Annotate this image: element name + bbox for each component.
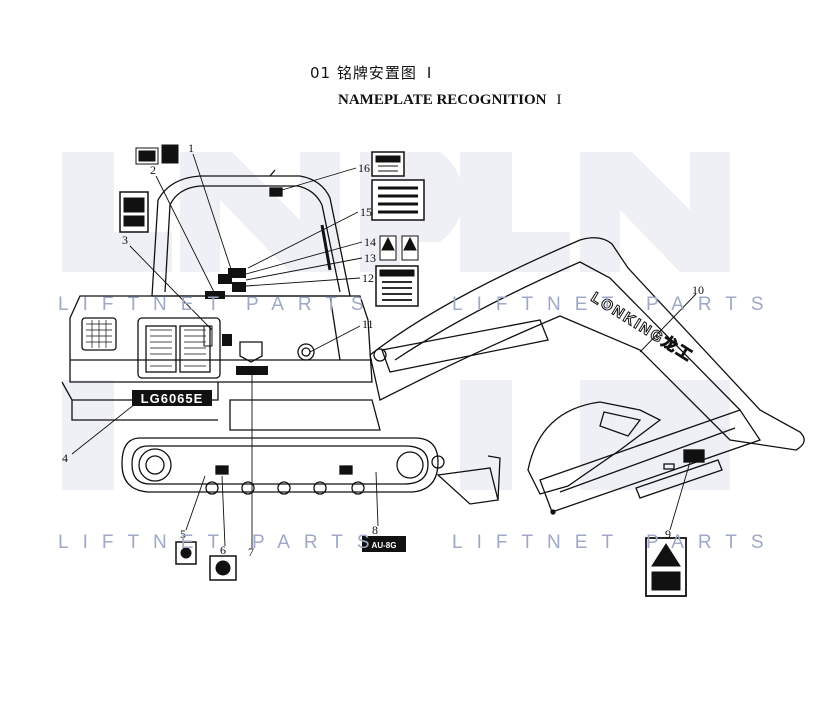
callout-15: 15 — [360, 205, 372, 219]
watermark-text-left-bottom: LIFTNET PARTS — [58, 532, 384, 553]
callout-7: 7 — [248, 545, 254, 559]
excavator-outline — [61, 169, 805, 515]
decal-12-card — [375, 265, 419, 307]
callout-2: 2 — [150, 163, 156, 177]
arm-outline — [539, 409, 762, 513]
callout-4: 4 — [62, 451, 68, 465]
decal-3-card — [119, 191, 149, 233]
callout-labels: 1 2 3 4 5 6 7 8 9 10 11 12 13 14 15 16 — [62, 141, 704, 559]
cab-outline — [151, 175, 351, 297]
decal-14-card — [379, 235, 419, 261]
callout-10: 10 — [692, 283, 704, 297]
model-plate: LG6065E — [132, 390, 212, 406]
fuel-cap — [297, 343, 315, 361]
svg-text:AU-8G: AU-8G — [372, 541, 397, 550]
engine-hood — [137, 317, 221, 379]
svg-text:LG6065E: LG6065E — [141, 391, 204, 406]
callout-13: 13 — [364, 251, 376, 265]
track-outline — [121, 437, 439, 493]
decal-16-card — [371, 151, 405, 177]
decal-9-marker — [683, 449, 705, 463]
callout-1: 1 — [188, 141, 194, 155]
watermark-text-right-bottom: LIFTNET PARTS — [452, 532, 778, 553]
decal-5-card — [175, 541, 197, 565]
callout-8: 8 — [372, 523, 378, 537]
callout-12: 12 — [362, 271, 374, 285]
leader-lines — [71, 153, 697, 548]
callout-3: 3 — [122, 233, 128, 247]
decal-9-card — [645, 537, 687, 597]
decal-6-card — [209, 555, 237, 581]
callout-11: 11 — [362, 317, 374, 331]
idler-wheel — [138, 448, 172, 482]
boom-cylinder — [381, 319, 549, 373]
callout-14: 14 — [364, 235, 376, 249]
cab-glass — [164, 185, 341, 293]
callout-6: 6 — [220, 543, 226, 557]
callout-9: 9 — [665, 527, 671, 541]
callout-16: 16 — [358, 161, 370, 175]
engine-grille — [145, 325, 211, 373]
watermark-text-mid-top: LIFTNET PARTS — [452, 294, 778, 315]
decal-15-card — [371, 179, 425, 221]
watermark-text-right-top: PARTS — [246, 294, 378, 315]
watermark-text-left-top: LIFTNET — [58, 294, 234, 315]
decal-16-marker — [269, 187, 283, 197]
decal-group-2 — [135, 144, 179, 165]
callout-5: 5 — [180, 527, 186, 541]
bucket-outline — [527, 401, 662, 495]
boom-outline — [369, 237, 805, 451]
decal-8-badge: AU-8G — [362, 536, 406, 552]
upper-structure — [69, 295, 373, 383]
